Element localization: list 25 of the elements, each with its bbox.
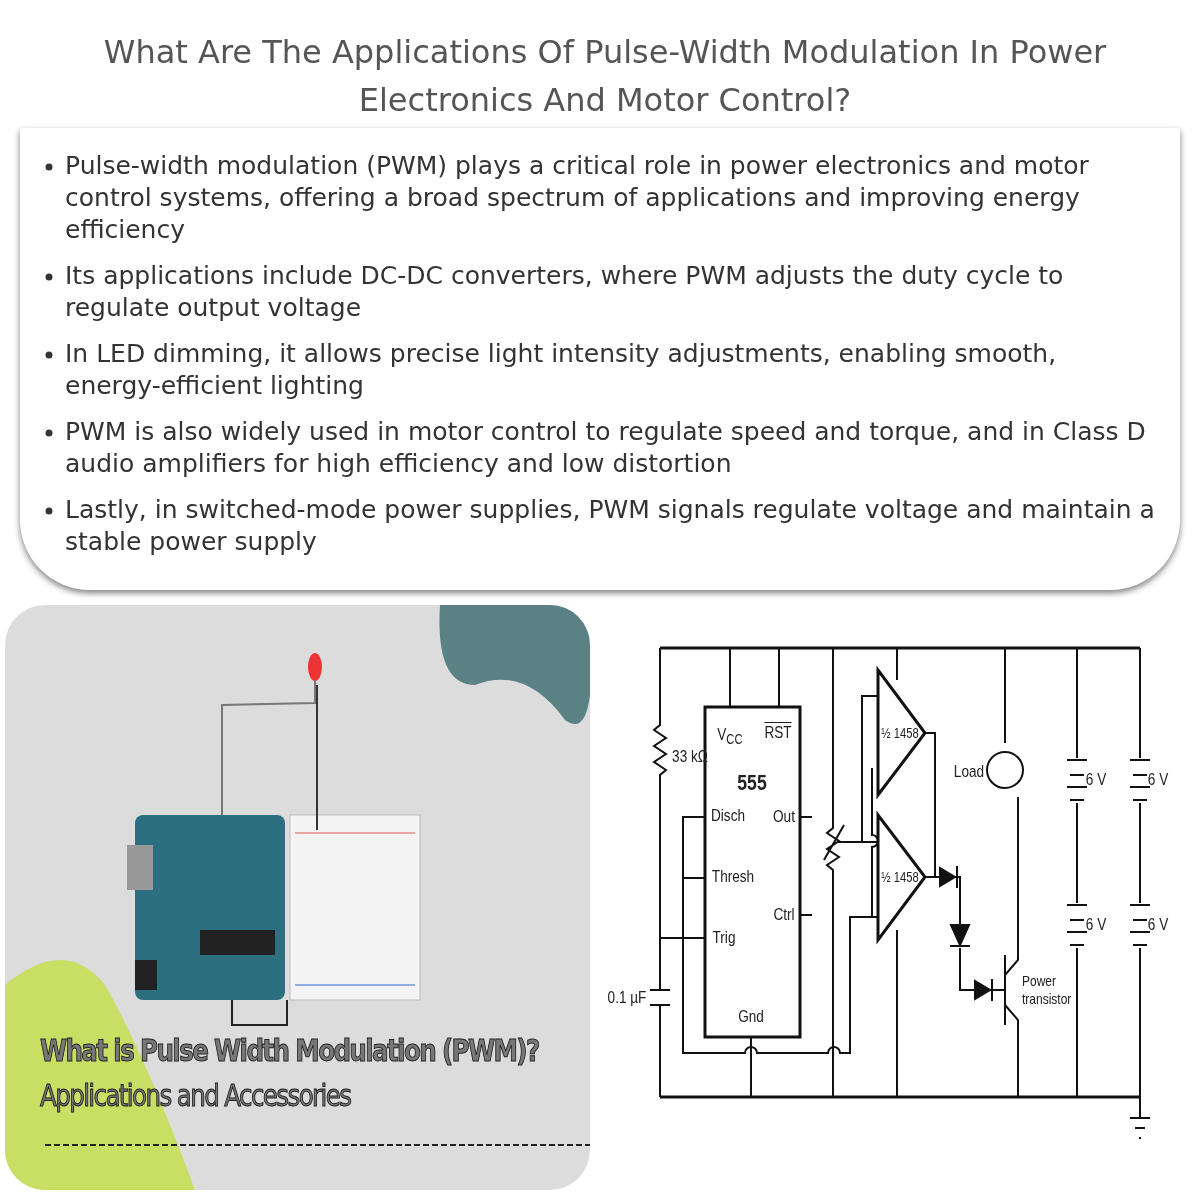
pin-label: Out: [773, 808, 795, 826]
component-label: Power transistor: [1022, 972, 1072, 1008]
component-value: 0.1 µF: [607, 989, 647, 1007]
pin-label: Thresh: [711, 868, 755, 886]
pin-label: Gnd: [738, 1008, 764, 1026]
voltage-label: 6 V: [1147, 916, 1169, 934]
pin-label: RST: [764, 724, 792, 742]
voltage-label: 6 V: [1147, 771, 1169, 789]
pin-label: Trig: [712, 929, 736, 947]
voltage-label: 6 V: [1085, 771, 1107, 789]
chip-label: 555: [737, 774, 767, 792]
bullet-text: PWM is also widely used in motor control to regulate speed and torque, and in Class D audio amplifiers for high efficiency and low distortion: [65, 417, 1146, 478]
chip-label: ½ 1458: [881, 868, 919, 886]
bullet-text: Pulse-width modulation (PWM) plays a critical role in power electronics and motor control systems, offering a broad spectrum of applications and improving energy efficiency: [65, 151, 1089, 244]
pin-label: Ctrl: [773, 906, 795, 924]
bullet-text: In LED dimming, it allows precise light intensity adjustments, enabling smooth, energy-efficient lighting: [65, 339, 1057, 400]
bullet-text: Its applications include DC-DC converters, where PWM adjusts the duty cycle to regulate output voltage: [65, 261, 1064, 322]
component-label: Load: [953, 763, 985, 781]
page-title: What Are The Applications Of Pulse-Width Modulation In Power Electronics And Motor Control?: [102, 32, 1108, 121]
photo-heading: What is Pulse Width Modulation (PWM)?: [40, 1032, 539, 1068]
chip-label: ½ 1458: [881, 724, 919, 742]
voltage-label: 6 V: [1085, 916, 1107, 934]
bullet-text: Lastly, in switched-mode power supplies, PWM signals regulate voltage and maintain a stable power supply: [65, 495, 1155, 556]
pin-label: Disch: [711, 807, 745, 825]
pin-label: V$_{CC}$: [717, 725, 743, 749]
